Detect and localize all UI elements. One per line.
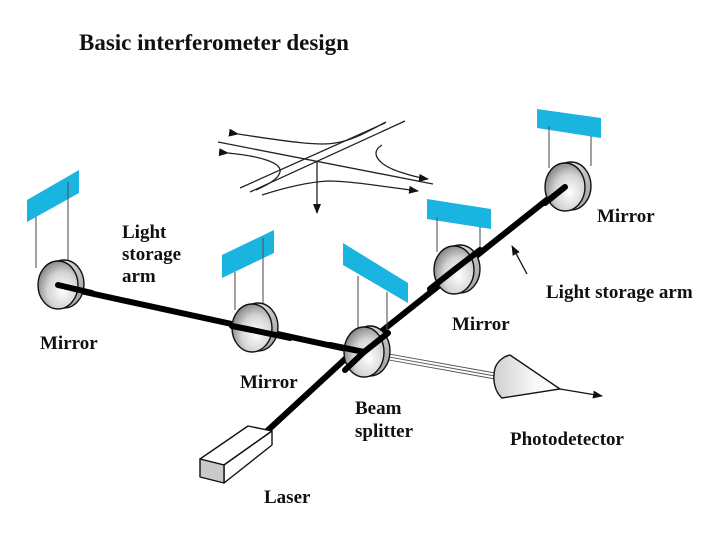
beam-segment xyxy=(327,342,367,355)
wave-line-horizontal xyxy=(217,141,434,185)
detector-output-arrow xyxy=(559,388,603,399)
label-mirror-far-left: Mirror xyxy=(40,333,98,354)
beam-segment xyxy=(229,323,255,333)
mirror-near-left-mount xyxy=(222,230,274,278)
label-left-arm-line1: Light xyxy=(122,222,167,243)
beam-segment xyxy=(342,349,367,373)
beam-splitter-mount xyxy=(343,243,408,303)
beam-segment xyxy=(542,184,568,206)
label-right-arm: Light storage arm xyxy=(546,282,693,303)
gravitational-wave-icon xyxy=(217,120,434,214)
wave-curve-left xyxy=(218,148,281,191)
mirror-far-left-mount xyxy=(27,170,79,222)
laser-beam xyxy=(263,346,359,435)
label-photodetector: Photodetector xyxy=(510,429,624,450)
label-beam-splitter-line1: Beam xyxy=(355,398,402,419)
mirror-near-right-mount xyxy=(427,199,491,229)
mirror-near-right xyxy=(427,199,491,295)
mirror-far-right xyxy=(537,109,601,212)
label-laser: Laser xyxy=(264,487,311,508)
wave-curve-top-left xyxy=(228,121,387,145)
laser xyxy=(199,425,273,484)
left-arm-beam xyxy=(59,284,363,355)
wave-line-diagonal-b xyxy=(249,120,406,193)
label-mirror-far-right: Mirror xyxy=(597,206,655,227)
output-beam xyxy=(377,351,496,380)
beam-segment xyxy=(55,282,95,296)
beam-segment xyxy=(249,327,293,341)
wave-curve-bottom xyxy=(261,180,419,196)
wave-line-diagonal-a xyxy=(239,122,386,189)
label-mirror-near-left: Mirror xyxy=(240,372,298,393)
diagram-title: Basic interferometer design xyxy=(79,30,349,55)
beam-segment xyxy=(361,330,391,355)
beam-splitter xyxy=(343,243,408,378)
arm-pointer-arrow xyxy=(511,245,528,275)
photodetector xyxy=(493,354,603,399)
label-left-arm-line2: storage xyxy=(122,244,182,265)
beam-segment xyxy=(451,247,483,273)
wave-curve-right xyxy=(375,144,429,182)
beam-segment xyxy=(427,267,457,292)
label-beam-splitter-line2: splitter xyxy=(355,421,414,442)
label-left-arm-line3: arm xyxy=(122,266,156,287)
label-mirror-near-right: Mirror xyxy=(452,314,510,335)
mirror-far-right-mount xyxy=(537,109,601,138)
